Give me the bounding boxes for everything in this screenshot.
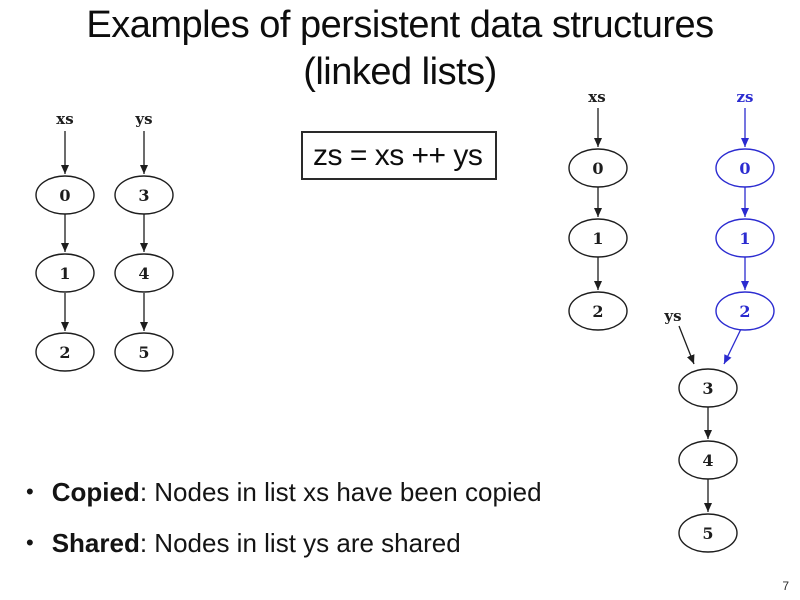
- list-node-copied: [715, 291, 775, 331]
- list-node: [568, 148, 628, 188]
- node-value: 1: [592, 229, 603, 248]
- bullet-rest: : Nodes in list ys are shared: [139, 528, 461, 558]
- node-value: 0: [59, 186, 70, 205]
- bullet-item-shared: • Shared: Nodes in list ys are shared: [26, 527, 686, 561]
- list-node: [35, 175, 95, 215]
- node-value: 2: [59, 343, 70, 362]
- node-value: 4: [702, 451, 713, 470]
- node-value: 4: [138, 264, 149, 283]
- edge-arrow-ys-to-shared: [678, 325, 695, 365]
- list-node-shared: [678, 513, 738, 553]
- bullet-dot: •: [26, 479, 34, 504]
- equation-box: zs = xs ++ ys: [301, 131, 497, 180]
- node-value: 1: [739, 229, 750, 248]
- list-node-shared: [678, 368, 738, 408]
- bullet-list: • Copied: Nodes in list xs have been cop…: [26, 476, 686, 578]
- bullet-term: Shared: [51, 528, 140, 558]
- edge-arrow-zs-to-shared: [723, 328, 742, 365]
- bullet-text: Shared: Nodes in list ys are shared: [52, 527, 461, 560]
- bullet-dot: •: [26, 530, 34, 555]
- list-node-shared: [678, 440, 738, 480]
- bullet-text: Copied: Nodes in list xs have been copie…: [52, 476, 542, 509]
- node-value: 3: [702, 379, 713, 398]
- list-node: [114, 175, 174, 215]
- list-node: [35, 253, 95, 293]
- list-head-label-ys: ys: [134, 110, 152, 128]
- node-value: 2: [592, 302, 603, 321]
- node-value: 0: [739, 159, 750, 178]
- node-value: 2: [739, 302, 750, 321]
- node-value: 0: [592, 159, 603, 178]
- node-value: 3: [138, 186, 149, 205]
- slide-title-line2: (linked lists): [303, 51, 497, 93]
- right-persistent-append-diagram: xs zs ys 0 1 2 0 1 2 3 4 5: [568, 88, 775, 553]
- list-head-label-xs: xs: [56, 110, 73, 128]
- page-number: 7: [782, 579, 789, 593]
- list-node: [568, 218, 628, 258]
- slide-title-line1: Examples of persistent data structures: [86, 4, 714, 46]
- list-node-copied: [715, 218, 775, 258]
- left-linked-lists-diagram: xs ys 0 1 2 3 4 5: [35, 110, 174, 372]
- bullet-item-copied: • Copied: Nodes in list xs have been cop…: [26, 476, 686, 510]
- list-node: [114, 332, 174, 372]
- list-node: [35, 332, 95, 372]
- slide-title: Examples of persistent data structures (…: [0, 2, 800, 96]
- node-value: 5: [138, 343, 149, 362]
- node-value: 1: [59, 264, 70, 283]
- list-head-label-xs: xs: [588, 88, 605, 106]
- list-node: [114, 253, 174, 293]
- list-head-label-zs: zs: [737, 88, 754, 106]
- list-node-copied: [715, 148, 775, 188]
- equation-text: zs = xs ++ ys: [313, 138, 483, 172]
- node-value: 5: [702, 524, 713, 543]
- bullet-rest: : Nodes in list xs have been copied: [139, 477, 542, 507]
- list-node: [568, 291, 628, 331]
- list-head-label-ys: ys: [663, 307, 681, 325]
- bullet-term: Copied: [51, 477, 140, 507]
